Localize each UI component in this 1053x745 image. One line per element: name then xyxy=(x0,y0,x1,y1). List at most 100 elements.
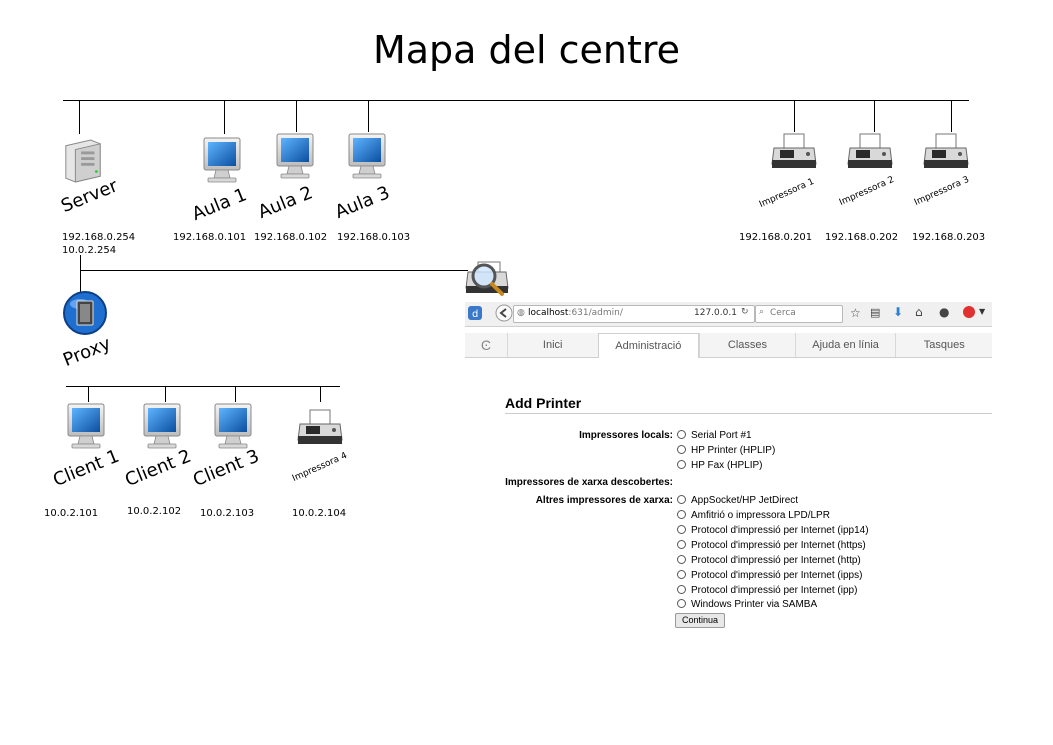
monitor-icon xyxy=(275,132,315,180)
local-printers-label: Impressores locals: xyxy=(579,430,673,441)
url-host: localhost xyxy=(528,308,569,318)
tab-ajuda[interactable]: Ajuda en línia xyxy=(794,333,896,357)
radio-icon[interactable] xyxy=(677,460,686,469)
drop-client1 xyxy=(88,386,89,402)
monitor-icon xyxy=(213,402,253,450)
page-title: Mapa del centre xyxy=(372,28,681,72)
radio-option[interactable]: HP Printer (HPLIP) xyxy=(677,445,775,456)
imp2-ip: 192.168.0.202 xyxy=(825,232,899,243)
other-printers-label: Altres impressores de xarxa: xyxy=(535,495,673,506)
aula2-label: Aula 2 xyxy=(255,182,316,223)
aula1-ip: 192.168.0.101 xyxy=(173,232,247,243)
client3-label: Client 3 xyxy=(190,445,263,491)
imp1-ip: 192.168.0.201 xyxy=(739,232,813,243)
aula1-label: Aula 1 xyxy=(189,184,250,225)
tab-administracio[interactable]: Administració xyxy=(597,333,700,358)
radio-icon[interactable] xyxy=(677,599,686,608)
drop-aula3 xyxy=(368,100,369,132)
search-icon: ⌕ xyxy=(759,307,765,317)
discovered-printers-label: Impressores de xarxa descobertes: xyxy=(505,477,673,488)
aula2-ip: 192.168.0.102 xyxy=(254,232,328,243)
url-bar[interactable]: ◍ localhost:631/admin/ 127.0.0.1 ↻ xyxy=(513,305,755,323)
radio-option[interactable]: AppSocket/HP JetDirect xyxy=(677,495,798,506)
radio-option[interactable]: Protocol d'impressió per Internet (ipp14… xyxy=(677,525,869,536)
search-placeholder: Cerca xyxy=(770,308,796,318)
server-browser-link xyxy=(80,270,468,271)
back-icon[interactable] xyxy=(495,304,513,322)
drop-aula2 xyxy=(296,100,297,132)
proxy-globe-icon xyxy=(63,291,107,335)
imp3-label: Impressora 3 xyxy=(912,174,971,208)
browser-toolbar: d ◍ localhost:631/admin/ 127.0.0.1 ↻ ⌕ C… xyxy=(465,302,992,327)
radio-icon[interactable] xyxy=(677,445,686,454)
client1-label: Client 1 xyxy=(50,445,123,491)
server-proxy-link xyxy=(80,255,81,295)
printer-search-icon xyxy=(465,261,509,296)
radio-icon[interactable] xyxy=(677,430,686,439)
tab-classes[interactable]: Classes xyxy=(699,333,795,357)
tab-tasques[interactable]: Tasques xyxy=(895,333,992,357)
drop-client2 xyxy=(165,386,166,402)
url-ip-hint: 127.0.0.1 xyxy=(694,308,737,318)
imp4-ip: 10.0.2.104 xyxy=(292,508,347,519)
tab-inici[interactable]: Inici xyxy=(506,333,598,357)
aula3-label: Aula 3 xyxy=(332,182,393,223)
drop-imp2 xyxy=(874,100,875,132)
client2-ip: 10.0.2.102 xyxy=(127,506,182,517)
radio-option[interactable]: Protocol d'impressió per Internet (ipp) xyxy=(677,585,857,596)
client3-ip: 10.0.2.103 xyxy=(200,508,255,519)
heading-divider xyxy=(505,413,992,414)
server-ip-2: 10.0.2.254 xyxy=(62,245,117,256)
printer-icon xyxy=(296,408,344,448)
radio-icon[interactable] xyxy=(677,495,686,504)
imp1-label: Impressora 1 xyxy=(757,176,816,210)
drop-server xyxy=(79,100,80,134)
printer-icon xyxy=(770,132,818,172)
client1-ip: 10.0.2.101 xyxy=(44,508,99,519)
imp2-label: Impressora 2 xyxy=(837,174,896,208)
printer-icon xyxy=(922,132,970,172)
reading-list-icon[interactable]: ▤ xyxy=(870,306,881,319)
reload-icon[interactable]: ↻ xyxy=(741,307,749,317)
radio-icon[interactable] xyxy=(677,525,686,534)
download-icon[interactable]: ⬇ xyxy=(893,305,904,319)
bookmark-star-icon[interactable]: ☆ xyxy=(850,306,861,320)
chat-icon[interactable]: ● xyxy=(939,305,950,319)
radio-option[interactable]: HP Fax (HPLIP) xyxy=(677,460,763,471)
radio-option[interactable]: Serial Port #1 xyxy=(677,430,752,441)
cups-nav-tabs: Ͼ Inici Administració Classes Ajuda en l… xyxy=(465,333,992,358)
add-printer-heading: Add Printer xyxy=(505,395,582,411)
drop-imp3 xyxy=(951,100,952,132)
globe-icon: ◍ xyxy=(517,308,525,318)
cups-logo-icon: Ͼ xyxy=(480,337,491,353)
drop-aula1 xyxy=(224,100,225,134)
monitor-icon xyxy=(142,402,182,450)
radio-icon[interactable] xyxy=(677,585,686,594)
radio-option[interactable]: Windows Printer via SAMBA xyxy=(677,599,817,610)
imp3-ip: 192.168.0.203 xyxy=(912,232,986,243)
duckduckgo-icon[interactable]: d xyxy=(468,306,482,320)
search-input[interactable]: ⌕ Cerca xyxy=(755,305,843,323)
radio-icon[interactable] xyxy=(677,510,686,519)
radio-option[interactable]: Amfitrió o impressora LPD/LPR xyxy=(677,510,830,521)
drop-client3 xyxy=(235,386,236,402)
server-ip-1: 192.168.0.254 xyxy=(62,232,136,243)
proxy-label: Proxy xyxy=(60,333,114,371)
bottom-network-bus xyxy=(66,386,340,387)
client2-label: Client 2 xyxy=(122,445,195,491)
printer-icon xyxy=(846,132,894,172)
url-path: :631/admin/ xyxy=(568,308,623,318)
drop-imp1 xyxy=(794,100,795,132)
home-icon[interactable]: ⌂ xyxy=(915,305,923,319)
adblock-icon[interactable] xyxy=(963,306,975,318)
radio-icon[interactable] xyxy=(677,555,686,564)
menu-chevron-icon[interactable]: ▼ xyxy=(979,307,986,316)
radio-option[interactable]: Protocol d'impressió per Internet (ipps) xyxy=(677,570,862,581)
svg-text:d: d xyxy=(472,309,478,320)
radio-icon[interactable] xyxy=(677,540,686,549)
radio-option[interactable]: Protocol d'impressió per Internet (https… xyxy=(677,540,866,551)
aula3-ip: 192.168.0.103 xyxy=(337,232,411,243)
radio-icon[interactable] xyxy=(677,570,686,579)
continue-button[interactable]: Continua xyxy=(675,613,725,628)
radio-option[interactable]: Protocol d'impressió per Internet (http) xyxy=(677,555,861,566)
